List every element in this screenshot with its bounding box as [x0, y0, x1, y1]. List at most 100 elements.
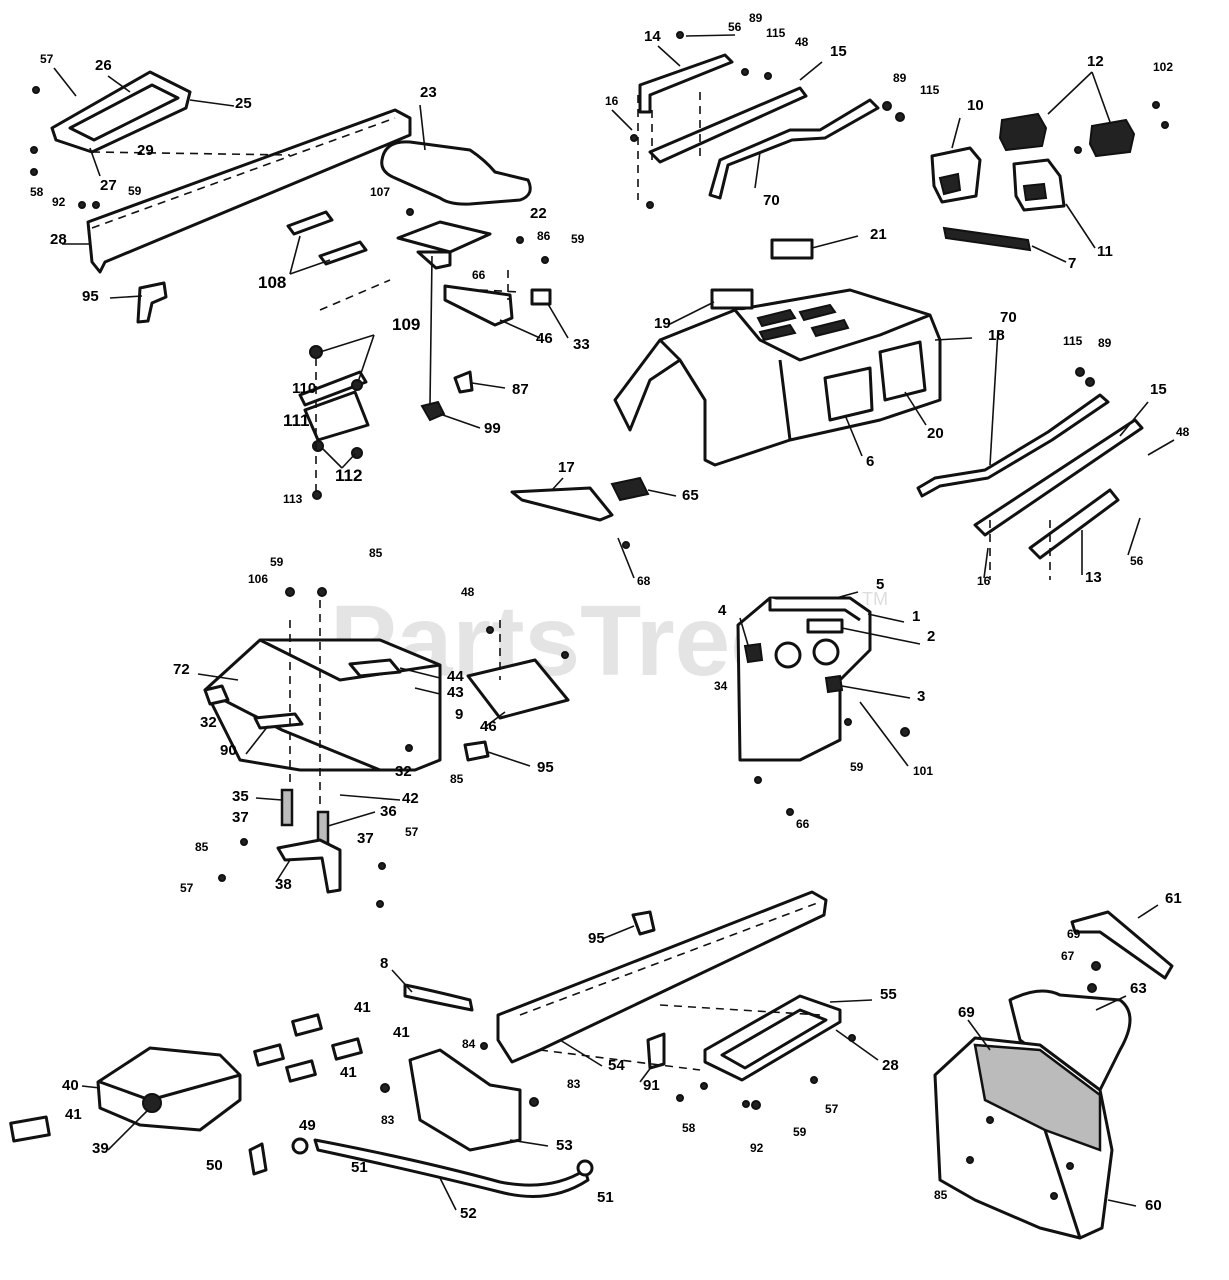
callout-84: 84	[462, 1037, 476, 1051]
lens-part-12a	[998, 112, 1048, 152]
callout-101: 101	[913, 764, 933, 778]
callout-69: 69	[958, 1004, 975, 1021]
bottom-frame-assembly	[248, 890, 879, 1211]
callout-23: 23	[420, 84, 437, 101]
callout-99: 99	[484, 420, 501, 437]
callout-4: 4	[718, 602, 727, 619]
callout-59: 59	[850, 760, 864, 774]
gauge-left	[774, 641, 802, 669]
support-part-8	[403, 983, 474, 1012]
callout-111: 111	[283, 411, 310, 430]
clamp-part-51-right	[576, 1159, 594, 1177]
dash-console-assembly	[736, 591, 921, 767]
callout-72: 72	[173, 661, 190, 678]
callout-61: 61	[1165, 890, 1182, 907]
bracket-part-14	[638, 53, 734, 114]
callout-85: 85	[450, 772, 464, 786]
vent-slots	[756, 303, 850, 342]
callout-26: 26	[95, 57, 112, 74]
clip-part-49	[248, 1142, 268, 1176]
callout-113: 113	[283, 492, 303, 506]
callout-37: 37	[232, 809, 249, 826]
callout-5: 5	[876, 576, 884, 593]
callout-66: 66	[472, 268, 486, 282]
callout-57: 57	[825, 1102, 839, 1116]
screen-part-69	[973, 1043, 1102, 1152]
callout-109: 109	[392, 315, 420, 334]
watermark-tm: TM	[862, 589, 888, 609]
pad-part-41-d	[285, 1059, 317, 1083]
callout-67: 67	[1061, 949, 1075, 963]
switch-part-3	[824, 674, 844, 694]
callout-16: 16	[605, 94, 619, 108]
callout-107: 107	[370, 185, 390, 199]
decal-part-21	[770, 238, 814, 260]
callout-57: 57	[40, 52, 54, 66]
hood-side-panel-6	[823, 366, 874, 422]
callout-68: 68	[637, 574, 651, 588]
callout-41: 41	[340, 1064, 357, 1081]
callout-43: 43	[447, 684, 464, 701]
callout-9: 9	[455, 706, 463, 723]
callout-41: 41	[65, 1106, 82, 1123]
callout-89: 89	[749, 11, 763, 25]
knob-part-87	[453, 370, 474, 394]
hardware-fasteners	[30, 31, 1169, 1200]
callout-35: 35	[232, 788, 249, 805]
clamp-part-51-left	[291, 1137, 309, 1155]
latch-part-110	[298, 370, 368, 407]
hook-part-95-bottom	[631, 910, 656, 936]
callout-83: 83	[567, 1077, 581, 1091]
callout-89: 89	[893, 71, 907, 85]
callout-25: 25	[235, 95, 252, 112]
callout-20: 20	[927, 425, 944, 442]
switch-part-4	[743, 642, 764, 664]
callout-48: 48	[795, 35, 809, 49]
callout-95: 95	[537, 759, 554, 776]
callout-63: 63	[1130, 980, 1147, 997]
callout-16: 16	[977, 574, 991, 588]
callout-70: 70	[763, 192, 780, 209]
panel-part-17	[510, 486, 614, 522]
callout-12: 12	[1087, 53, 1104, 70]
callout-59: 59	[571, 232, 585, 246]
plate-part-53	[408, 1048, 522, 1152]
callout-115: 115	[766, 26, 786, 40]
bracket-part-91	[646, 1032, 666, 1070]
console-part-1	[736, 596, 872, 762]
front-grille-assembly	[933, 904, 1174, 1240]
callout-85: 85	[369, 546, 383, 560]
callout-8: 8	[380, 955, 388, 972]
callout-92: 92	[52, 195, 66, 209]
callout-59: 59	[128, 184, 142, 198]
pad-part-90	[253, 712, 304, 730]
callout-51: 51	[351, 1159, 368, 1176]
callout-32: 32	[395, 763, 412, 780]
callout-15: 15	[1150, 381, 1167, 398]
callout-87: 87	[512, 381, 529, 398]
callout-6: 6	[866, 453, 874, 470]
callout-69: 69	[1067, 927, 1081, 941]
strip-part-7	[942, 226, 1032, 252]
callout-54: 54	[608, 1057, 625, 1074]
callout-29: 29	[137, 142, 154, 159]
callout-10: 10	[967, 97, 984, 114]
hood-assembly	[613, 235, 973, 467]
rod-part-70	[708, 98, 880, 200]
callout-115: 115	[920, 83, 940, 97]
callout-102: 102	[1153, 60, 1173, 74]
callout-85: 85	[934, 1188, 948, 1202]
callout-53: 53	[556, 1137, 573, 1154]
callout-48: 48	[461, 585, 475, 599]
callout-58: 58	[682, 1121, 696, 1135]
hood-side-panel-20	[878, 340, 927, 402]
callout-39: 39	[92, 1140, 109, 1157]
callout-106: 106	[248, 572, 268, 586]
callout-21: 21	[870, 226, 887, 243]
callout-46: 46	[480, 718, 497, 735]
callout-22: 22	[530, 205, 547, 222]
callout-18: 18	[988, 327, 1005, 344]
bracket-part-15	[648, 86, 808, 164]
block-part-65	[610, 476, 650, 502]
